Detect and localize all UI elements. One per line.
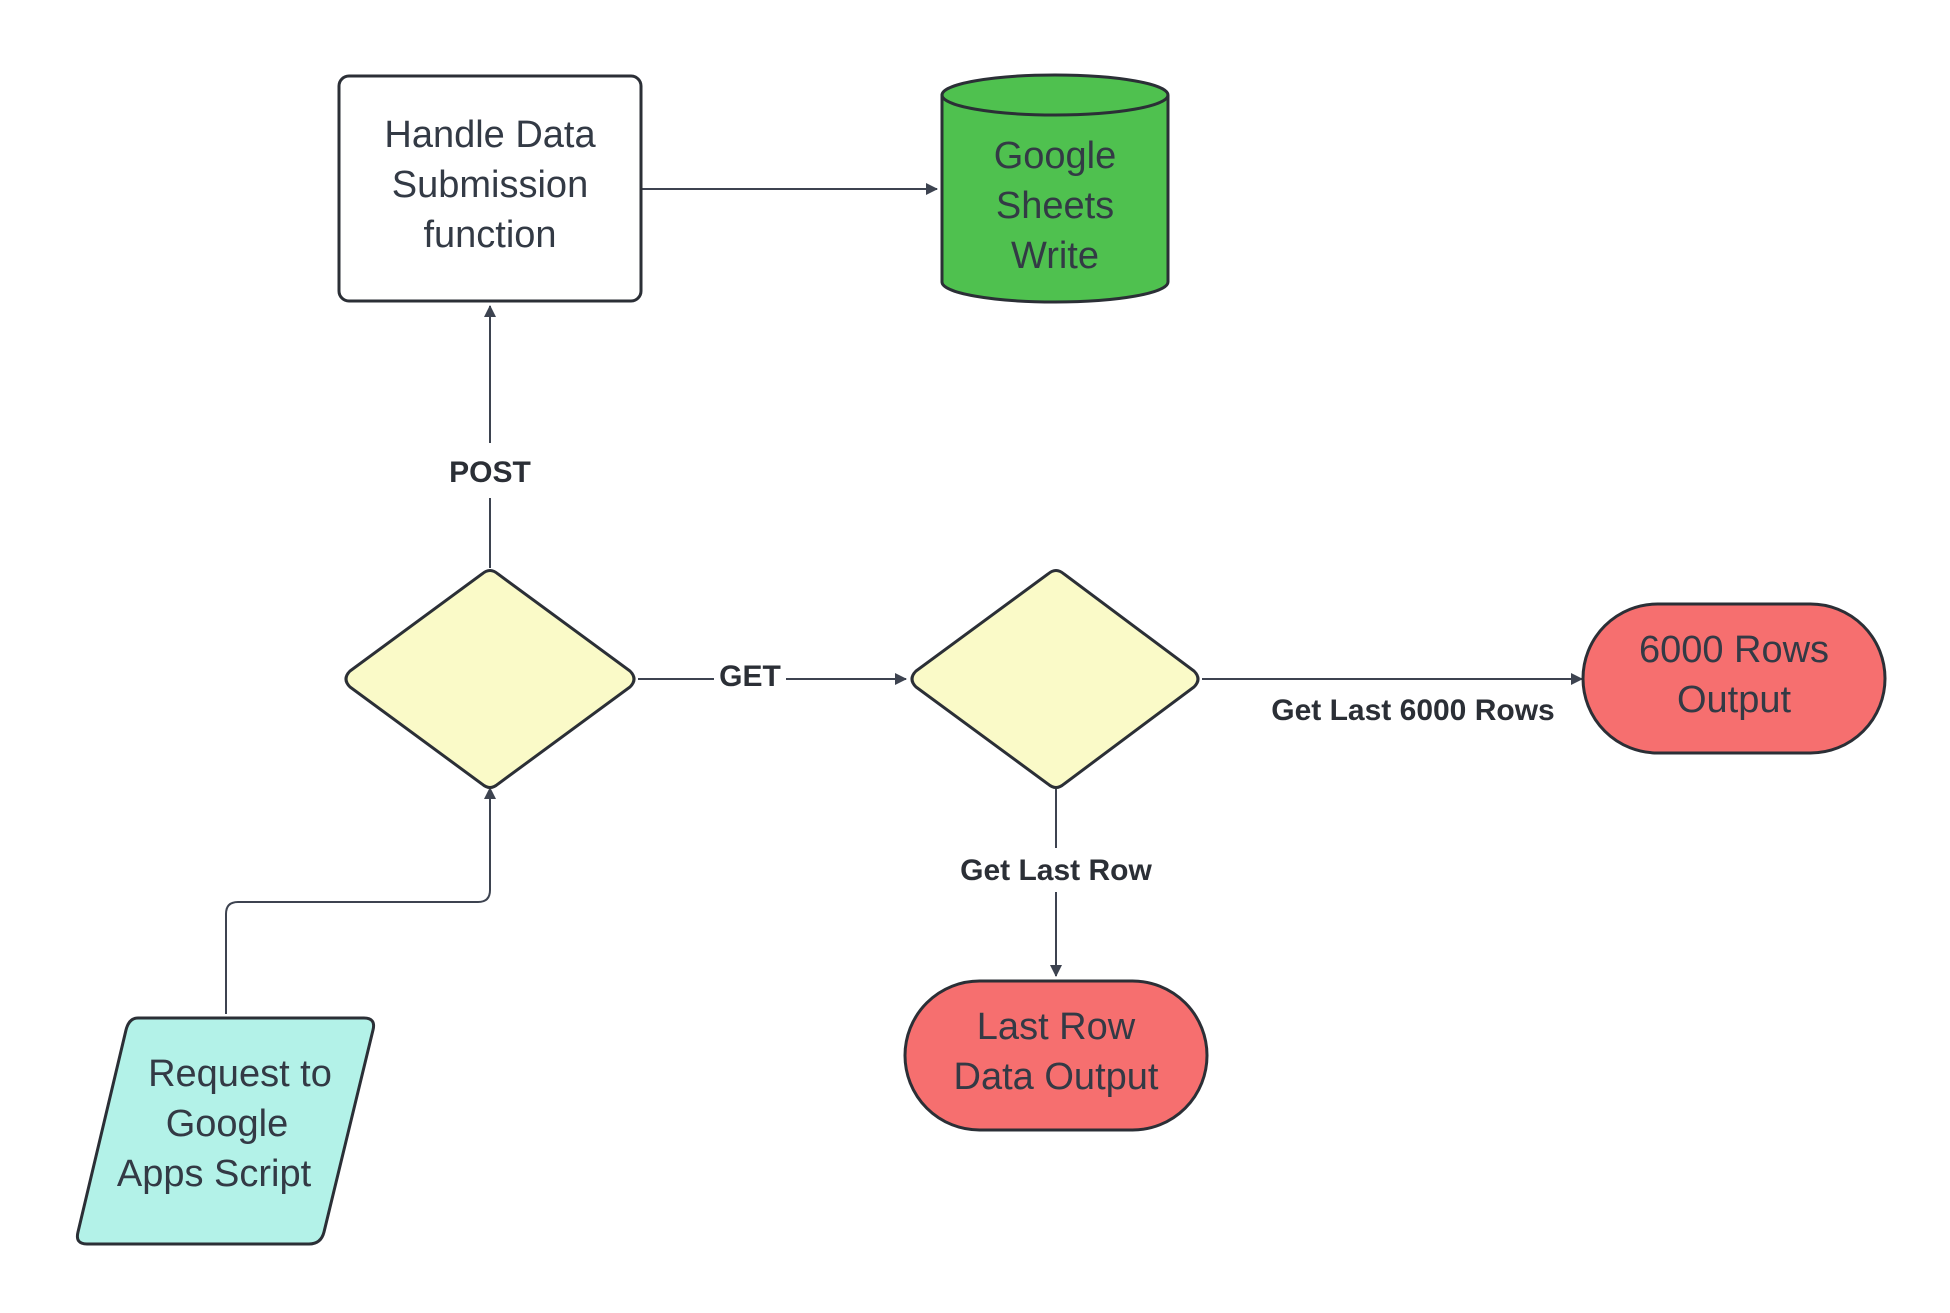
request-line-2: Google [166, 1103, 289, 1145]
request-line-1: Request to [148, 1053, 332, 1095]
node-get-decision[interactable] [910, 569, 1200, 789]
edge-label-get-last-6000-rows: Get Last 6000 Rows [1271, 694, 1554, 727]
database-cylinder-top [940, 73, 1170, 117]
terminator-pill[interactable] [1581, 602, 1887, 755]
terminator-pill[interactable] [903, 979, 1209, 1132]
decision-diamond[interactable] [344, 569, 636, 789]
connectors [225, 183, 1583, 1014]
edge-label-get: GET [719, 660, 781, 693]
rows-6000-line-1: 6000 Rows [1639, 629, 1829, 671]
last-row-line-1: Last Row [977, 1006, 1136, 1048]
process-box[interactable] [337, 74, 643, 303]
decision-diamond[interactable] [910, 569, 1200, 789]
node-method-decision[interactable] [344, 569, 636, 789]
node-last-row-output[interactable]: Last Row Data Output [903, 979, 1209, 1132]
sheets-line-3: Write [1011, 235, 1099, 277]
handle-data-line-2: Submission [392, 164, 588, 206]
last-row-line-2: Data Output [954, 1056, 1159, 1098]
handle-data-line-3: function [423, 214, 556, 256]
node-handle-data-submission[interactable]: Handle Data Submission function [337, 74, 643, 303]
edge-label-post: POST [449, 456, 531, 489]
edge-label-get-last-row: Get Last Row [960, 854, 1152, 887]
node-request-to-apps-script[interactable]: Request to Google Apps Script [75, 1016, 376, 1246]
input-parallelogram[interactable] [75, 1016, 376, 1246]
node-6000-rows-output[interactable]: 6000 Rows Output [1581, 602, 1887, 755]
sheets-line-2: Sheets [996, 185, 1114, 227]
request-line-3: Apps Script [117, 1153, 312, 1195]
database-cylinder-body[interactable] [940, 95, 1170, 304]
handle-data-line-1: Handle Data [384, 114, 596, 156]
node-google-sheets-write[interactable]: Google Sheets Write [940, 73, 1170, 304]
rows-6000-line-2: Output [1677, 679, 1792, 721]
connector-request-to-decision[interactable] [225, 787, 496, 1014]
sheets-line-1: Google [994, 135, 1117, 177]
